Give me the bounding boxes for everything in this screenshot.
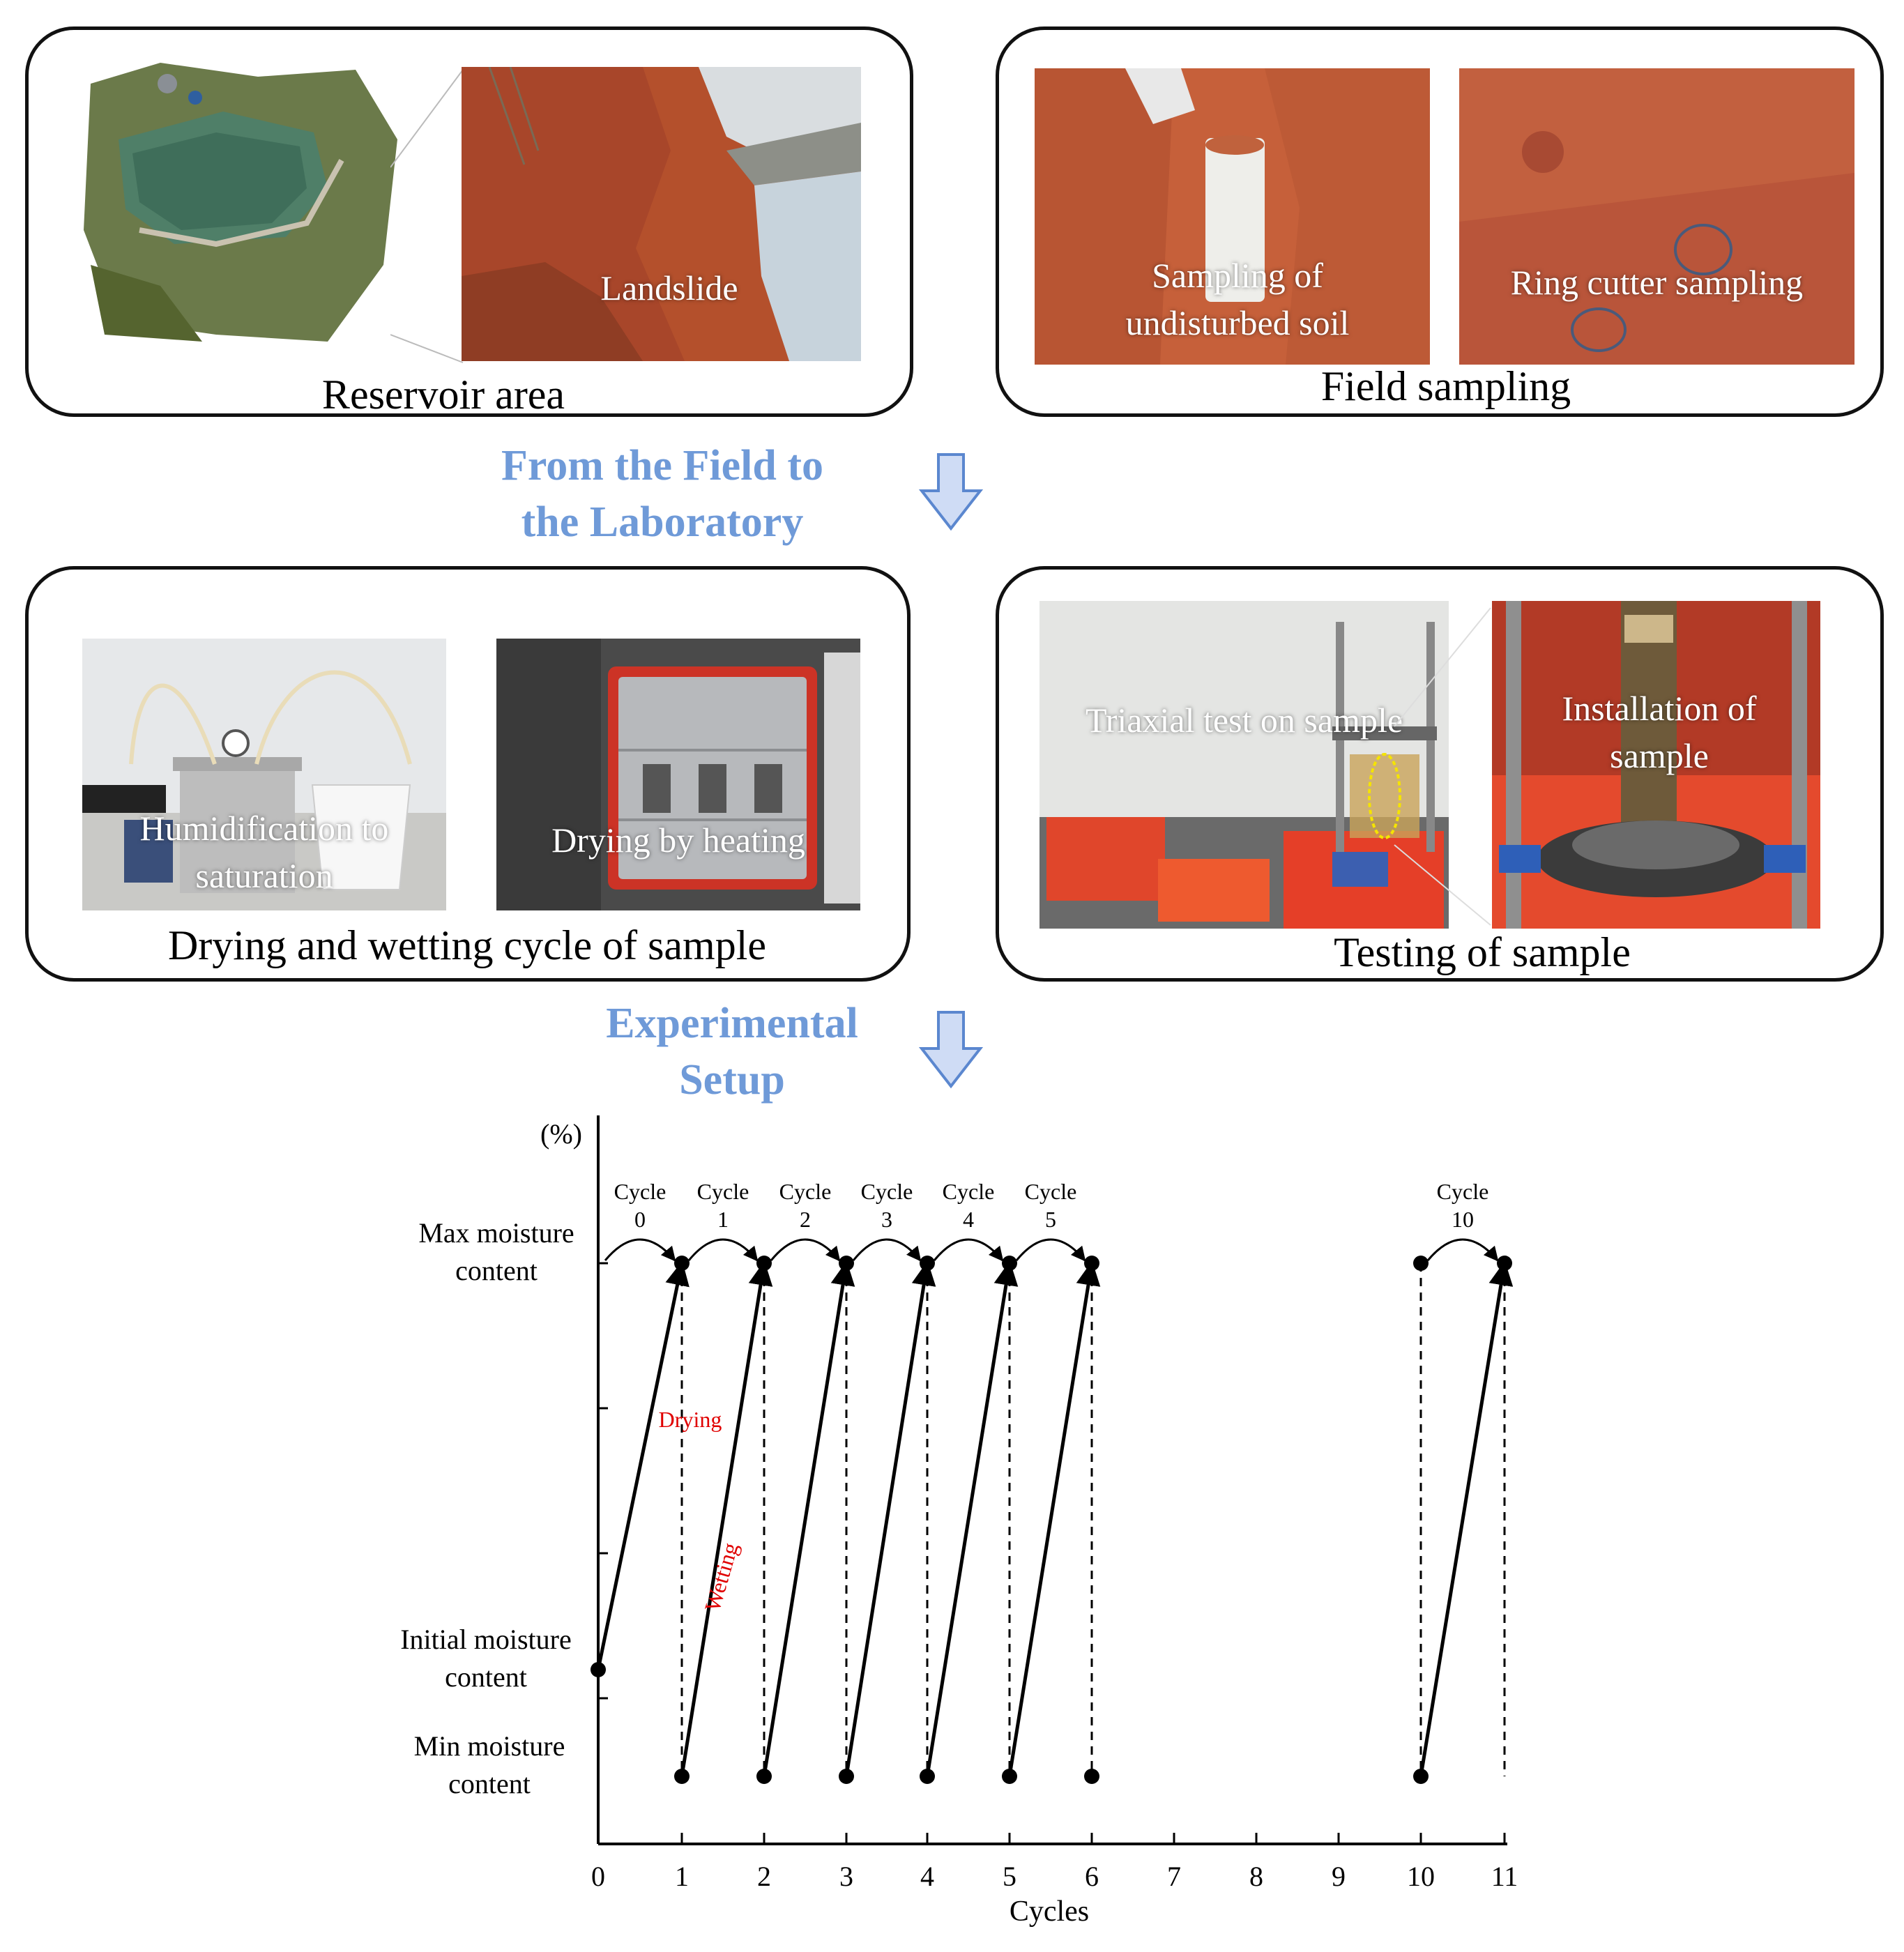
- sample-installation-photo: [1492, 601, 1820, 929]
- point-4-max: [920, 1256, 935, 1271]
- cycle-arc-0: [604, 1238, 676, 1262]
- flow-label-experimental-setup: Experimental Setup: [606, 1000, 858, 1104]
- point-3-min: [839, 1769, 854, 1784]
- cycle-number-0: 0: [634, 1207, 646, 1232]
- cycle-label-5: Cycle: [1025, 1179, 1077, 1204]
- cycle-number-3: 3: [881, 1207, 892, 1232]
- zoom-connector-lines-test: [1394, 607, 1491, 926]
- point-1-min: [674, 1769, 690, 1784]
- x-tick-label-2: 2: [757, 1861, 771, 1892]
- point-10-max: [1413, 1256, 1429, 1271]
- point-5-max: [1002, 1256, 1017, 1271]
- cycle-number-2: 2: [800, 1207, 811, 1232]
- caption-reservoir-area: Reservoir area: [321, 372, 565, 418]
- x-axis-label: Cycles: [1010, 1896, 1089, 1928]
- reservoir-aerial-photo: [77, 56, 404, 349]
- triaxial-test-photo: [1039, 601, 1449, 929]
- label-landslide: Landslide: [600, 268, 738, 307]
- solid-segment-4: [762, 1260, 855, 1777]
- solid-segment-2: [680, 1260, 773, 1777]
- point-3-max: [839, 1256, 854, 1271]
- label-drying-heating: Drying by heating: [551, 821, 805, 860]
- cycle-number-5: 5: [1045, 1207, 1056, 1232]
- label-installation: Installation of sample: [1562, 689, 1757, 775]
- label-triaxial-test: Triaxial test on sample: [1085, 701, 1403, 740]
- point-6-max: [1084, 1256, 1099, 1271]
- cycle-label-10: Cycle: [1437, 1179, 1489, 1204]
- point-2-max: [756, 1256, 772, 1271]
- solid-segment-0: [596, 1260, 690, 1670]
- solid-segment-8: [925, 1260, 1019, 1777]
- cycle-arc-10: [1426, 1238, 1499, 1262]
- point-1-max: [674, 1256, 690, 1271]
- cycle-arc-4: [933, 1238, 1004, 1262]
- x-tick-label-10: 10: [1407, 1861, 1435, 1892]
- down-arrow-icon: [919, 453, 983, 531]
- cycle-arc-1: [687, 1238, 759, 1262]
- x-tick-label-3: 3: [839, 1861, 853, 1892]
- cycle-label-3: Cycle: [861, 1179, 913, 1204]
- x-tick-label-9: 9: [1332, 1861, 1346, 1892]
- cycle-label-2: Cycle: [779, 1179, 832, 1204]
- y-axis-label: (%): [540, 1118, 582, 1150]
- cycle-arc-5: [1015, 1238, 1086, 1262]
- zoom-connector-lines: [390, 69, 464, 363]
- point-5-min: [1002, 1769, 1017, 1784]
- ring-cutter-photo: [1459, 68, 1855, 365]
- cycle-label-1: Cycle: [697, 1179, 749, 1204]
- cycle-arc-2: [770, 1238, 841, 1262]
- humidification-photo: [82, 639, 446, 910]
- cycle-label-0: Cycle: [614, 1179, 667, 1204]
- caption-field-sampling: Field sampling: [1320, 363, 1571, 409]
- x-tick-label-7: 7: [1167, 1861, 1181, 1892]
- x-tick-label-1: 1: [675, 1861, 689, 1892]
- cycle-number-1: 1: [717, 1207, 729, 1232]
- point-6-min: [1084, 1769, 1099, 1784]
- down-arrow-icon-2: [919, 1011, 983, 1089]
- caption-testing: Testing of sample: [1334, 929, 1631, 975]
- annotation-wetting: Wetting: [699, 1540, 742, 1615]
- label-ring-cutter: Ring cutter sampling: [1510, 263, 1804, 302]
- landslide-photo: [462, 67, 861, 361]
- flow-label-field-to-lab: From the Field to the Laboratory: [501, 442, 824, 546]
- cycle-number-10: 10: [1452, 1207, 1474, 1232]
- point-10-min: [1413, 1769, 1429, 1784]
- cycle-label-4: Cycle: [943, 1179, 995, 1204]
- x-tick-label-4: 4: [920, 1861, 934, 1892]
- solid-segment-10: [1007, 1260, 1101, 1777]
- cycle-arc-3: [852, 1238, 922, 1262]
- point-4-min: [920, 1769, 935, 1784]
- drying-oven-photo: [496, 639, 860, 910]
- x-tick-label-8: 8: [1249, 1861, 1263, 1892]
- point-11-max: [1497, 1256, 1512, 1271]
- point-0-initial: [591, 1662, 606, 1677]
- x-tick-label-11: 11: [1491, 1861, 1518, 1892]
- point-2-min: [756, 1769, 772, 1784]
- solid-segment-6: [844, 1260, 936, 1777]
- solid-segment-13: [1419, 1260, 1514, 1777]
- label-humidification: Humidification to saturation: [139, 809, 389, 895]
- x-tick-label-6: 6: [1085, 1861, 1099, 1892]
- annotation-drying: Drying: [659, 1407, 722, 1432]
- x-tick-label-5: 5: [1003, 1861, 1016, 1892]
- label-undisturbed-soil: Sampling of undisturbed soil: [1125, 256, 1350, 342]
- x-tick-label-0: 0: [591, 1861, 605, 1892]
- undisturbed-soil-photo: [1035, 68, 1430, 365]
- caption-drying-wetting: Drying and wetting cycle of sample: [167, 922, 767, 968]
- cycle-number-4: 4: [963, 1207, 974, 1232]
